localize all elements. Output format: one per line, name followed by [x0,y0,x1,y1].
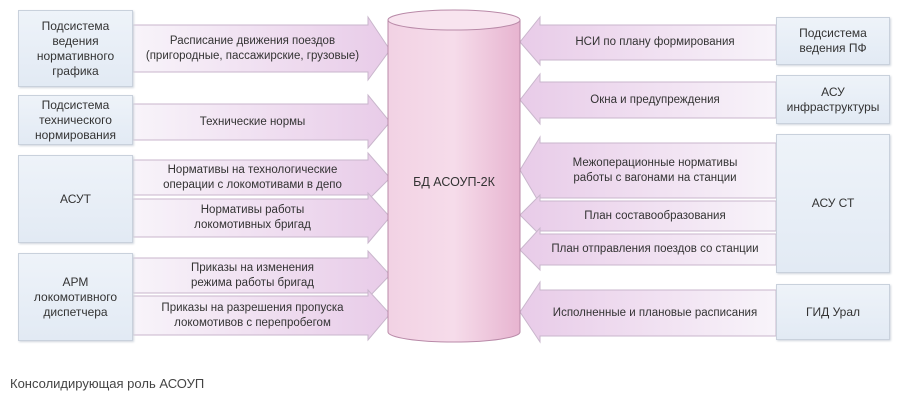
flow-arrow-left-6 [132,288,391,342]
figure-caption: Консолидирующая роль АСОУП [10,376,205,391]
flow-label-left-5: Приказы на изменения режима работы брига… [190,261,315,289]
flow-arrow-left-3 [132,151,391,202]
source-box-pf-subsystem: Подсистема ведения ПФ [776,17,890,65]
flow-arrow-left-5 [132,249,391,300]
flow-label-right-2: Окна и предупреждения [590,93,720,106]
flow-label-right-3: Межоперационные нормативы работы с вагон… [572,156,738,184]
flow-label-right-1: НСИ по плану формирования [575,36,735,48]
flow-label-right-6: Исполненные и плановые расписания [552,306,758,319]
flow-arrow-right-4 [519,193,777,237]
flow-arrow-left-2 [132,93,391,150]
source-box-normative-schedule: Подсистема ведения нормативного графика [18,10,133,87]
flow-arrow-right-2 [519,72,777,126]
database-label: БД АСОУП-2К [413,175,495,189]
flow-arrow-left-4 [132,191,391,245]
flow-label-right-5: План отправления поездов со станции [551,243,759,255]
flow-arrow-right-3 [519,135,777,206]
flow-arrow-left-1 [132,15,391,82]
source-box-arm-dispatcher: АРМ локомотивного диспетчера [18,253,133,341]
source-box-technical-norming: Подсистема технического нормирования [18,95,133,145]
database-cylinder [387,9,521,343]
flow-label-left-1: Расписание движения поездов (пригородные… [145,34,360,62]
source-box-asu-st: АСУ СТ [776,134,890,273]
flow-arrow-right-5 [519,226,777,272]
flow-label-left-6: Приказы на разрешения пропуска локомотив… [161,301,344,329]
flow-label-left-3: Нормативы на технологические операции с … [163,163,342,191]
flow-arrow-right-6 [519,280,777,344]
source-box-gid-ural: ГИД Урал [776,284,890,340]
flow-label-right-4: План составообразования [584,209,726,222]
flow-label-left-2: Технические нормы [199,115,306,128]
source-box-asu-infrastructure: АСУ инфраструктуры [776,75,890,124]
flow-arrow-right-1 [519,15,777,67]
source-box-asut: АСУТ [18,155,133,243]
flow-label-left-4: Нормативы работы локомотивных бригад [194,204,311,231]
